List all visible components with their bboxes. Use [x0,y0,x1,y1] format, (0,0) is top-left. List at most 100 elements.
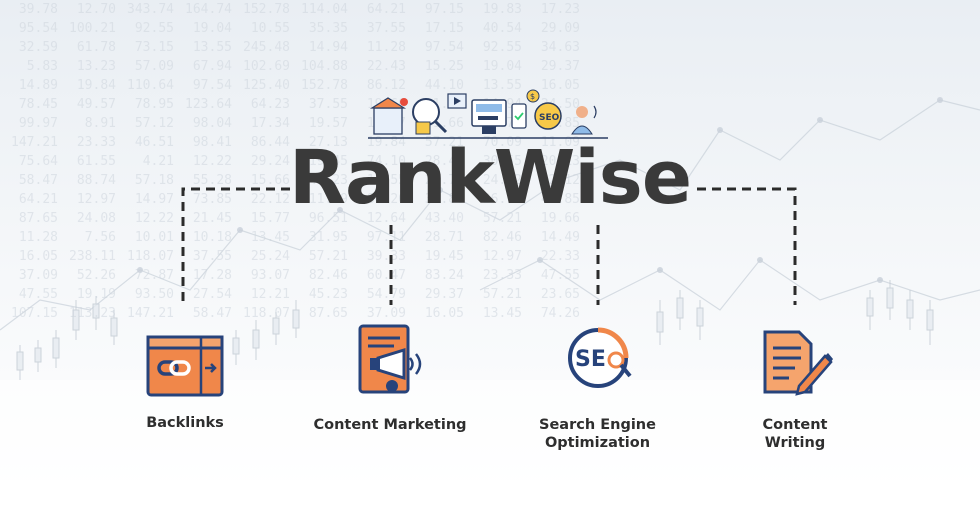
number-cell: 57.21 [482,287,522,302]
number-cell: 22.33 [540,249,580,264]
number-cell: 32.12 [540,173,580,188]
number-cell: 13.55 [192,40,232,55]
number-cell: 17.34 [250,116,290,131]
number-cell: 118.07 [127,249,174,264]
svg-text:SE: SE [575,347,606,372]
number-cell: 37.09 [18,268,58,283]
number-cell: 10.01 [134,230,174,245]
number-cell: 64.23 [250,97,290,112]
number-cell: 102.69 [243,59,290,74]
number-cell: 37.55 [366,21,406,36]
brand-title: RankWise [288,135,692,221]
number-cell: 22.71 [424,173,464,188]
number-cell: 96.51 [308,211,348,226]
number-cell: 14.89 [18,78,58,93]
number-cell: 7.56 [84,230,116,245]
number-cell: 52.26 [76,268,116,283]
number-cell: 113.23 [69,306,116,321]
number-cell: 61.78 [76,40,116,55]
number-cell: 238.11 [69,249,116,264]
number-cell: 11.28 [366,40,406,55]
number-cell: 99.97 [18,116,58,131]
number-cell: 107.15 [11,306,58,321]
number-cell: 47.55 [540,268,580,283]
number-cell: 97.54 [424,40,464,55]
number-cell: 28.49 [424,154,464,169]
number-cell: 125.40 [243,78,290,93]
number-cell: 110.64 [127,78,174,93]
number-cell: 49.23 [308,173,348,188]
number-cell: 22.43 [366,59,406,74]
number-cell: 45.23 [308,287,348,302]
number-cell: 86.12 [366,78,406,93]
number-cell: 30.55 [482,154,522,169]
number-cell: 61.55 [76,154,116,169]
number-cell: 92.55 [482,40,522,55]
number-cell: 15.25 [424,59,464,74]
number-cell: 24.92 [482,173,522,188]
number-cell: 60.47 [366,268,406,283]
number-cell: 19.45 [308,154,348,169]
number-cell: 13.55 [366,173,406,188]
number-cell: 37.55 [308,97,348,112]
number-cell: 8.91 [84,116,116,131]
svg-text:SEO: SEO [539,113,560,123]
document-pen-icon [763,330,833,396]
number-cell: 97.54 [192,78,232,93]
number-cell: 27.13 [308,135,348,150]
number-cell: 147.21 [11,135,58,150]
feature-label: Content Marketing [313,417,467,433]
number-cell: 86.44 [250,135,290,150]
number-cell: 73.85 [192,192,232,207]
number-cell: 152.78 [243,2,290,17]
number-cell: 43.40 [424,211,464,226]
number-cell: 54.79 [366,287,406,302]
number-cell: 34.63 [540,40,580,55]
number-cell: 57.18 [134,173,174,188]
number-cell: 58.47 [18,173,58,188]
number-cell: 245.48 [243,40,290,55]
number-cell: 17.15 [424,21,464,36]
number-cell: 13.45 [482,306,522,321]
number-cell: 28.71 [424,230,464,245]
number-cell: 12.70 [76,2,116,17]
number-cell: 19.45 [424,249,464,264]
number-cell: 57.21 [482,211,522,226]
number-cell: 164.74 [185,2,232,17]
number-cell: 23.33 [482,268,522,283]
feature-label: Backlinks [146,415,224,431]
number-cell: 83.24 [424,268,464,283]
number-cell: 40.54 [482,21,522,36]
number-cell: 19.83 [482,2,522,17]
number-cell: 15.77 [250,211,290,226]
number-cell: 14.97 [134,192,174,207]
number-cell: 58.47 [192,306,232,321]
number-cell: 14.94 [308,40,348,55]
number-cell: 78.95 [134,97,174,112]
number-cell: 25.24 [250,249,290,264]
number-cell: 10.18 [192,230,232,245]
number-cell: 72.87 [134,268,174,283]
number-cell: 147.21 [127,306,174,321]
number-cell: 82.46 [308,268,348,283]
number-cell: 49.57 [76,97,116,112]
number-cell: 10.55 [250,21,290,36]
number-cell: 19.57 [308,116,348,131]
number-cell: 37.09 [366,306,406,321]
number-cell: 29.09 [540,21,580,36]
number-cell: 80.26 [366,192,406,207]
megaphone-scroll-icon [358,324,422,394]
number-cell: 64.21 [366,2,406,17]
number-cell: 11.09 [308,192,348,207]
number-cell: 93.50 [134,287,174,302]
number-cell: 12.21 [250,287,290,302]
number-cell: 44.10 [424,78,464,93]
number-cell: 39.33 [366,249,406,264]
